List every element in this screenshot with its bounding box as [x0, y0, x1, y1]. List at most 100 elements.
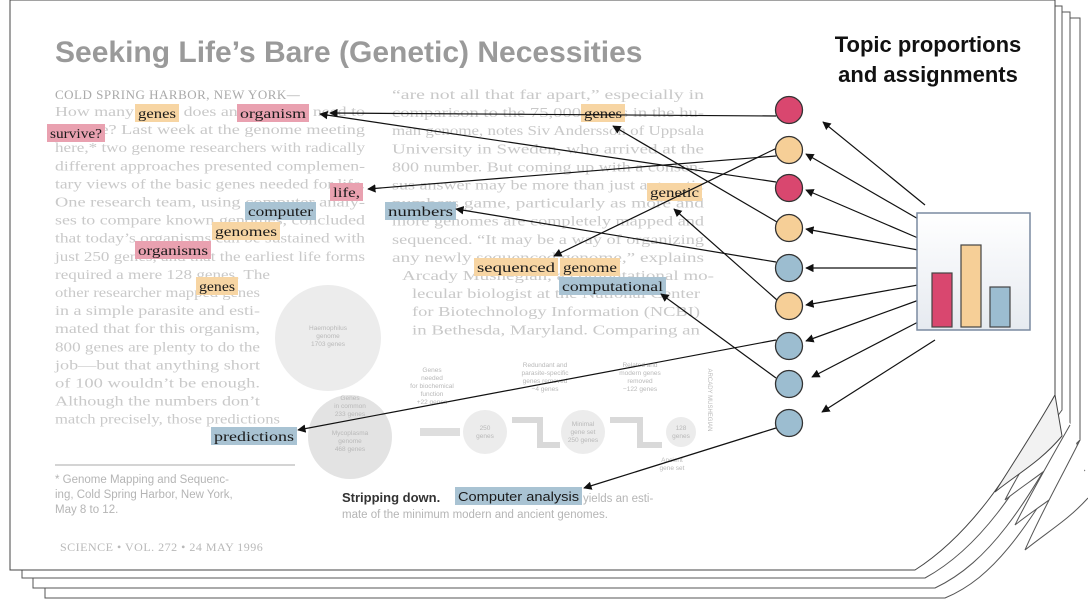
article-column-1: How many genes does an organism need to s…: [54, 104, 366, 427]
article-line: Arcady Mushegian, a computational mo-: [402, 268, 715, 283]
highlight-life: organisms: [135, 241, 211, 259]
highlight-box: [581, 104, 625, 122]
highlighted-word: genes: [199, 280, 235, 295]
highlighted-word: genomes: [215, 225, 277, 240]
proportion-arrow: [821, 339, 936, 413]
proportion-arrow: [805, 189, 919, 239]
footnote: * Genome Mapping and Sequenc-ing, Cold S…: [55, 474, 233, 516]
article-headline: Seeking Life’s Bare (Genetic) Necessitie…: [55, 36, 642, 69]
figure-caption: yields an esti-mate of the minimum moder…: [342, 493, 653, 521]
highlight-box: [47, 124, 105, 142]
highlighted-word: Computer analysis: [458, 489, 580, 504]
footnote-line: * Genome Mapping and Sequenc-: [55, 474, 229, 486]
article-line: ses to compare known genomes, concluded: [55, 213, 365, 228]
proportion-arrow: [811, 319, 923, 378]
highlight-box: [211, 427, 297, 445]
highlight-box: [237, 104, 309, 122]
article-line: How many genes does an organism need to: [55, 104, 365, 119]
chart-bars: [931, 244, 1011, 328]
article-line: numbers game, particularly as more and: [392, 196, 704, 211]
proportion-arrow: [822, 121, 926, 206]
article-line: for Biotechnology Information (NCBI): [412, 304, 700, 319]
highlight-life: life,: [330, 183, 363, 201]
highlight-computation: Computer analysis: [455, 487, 582, 505]
highlight-genetics: sequenced: [474, 258, 558, 276]
article-line: more genomes are completely mapped and: [392, 214, 704, 229]
highlight-genetics: genes: [135, 104, 179, 122]
proportion-arrow: [805, 226, 919, 251]
highlight-genetics: genomes: [212, 222, 280, 240]
bar-genetics: [960, 244, 982, 328]
proportion-arrow: [805, 299, 920, 343]
article-line: match precisely, those predictions: [55, 412, 280, 427]
topic-node-life: [774, 95, 804, 125]
article-line: “are not all that far apart,” especially…: [392, 87, 704, 102]
topic-node-genetics: [774, 135, 804, 165]
highlight-box: [135, 104, 179, 122]
word-arrow: [583, 427, 777, 490]
highlight-genetics: genes: [196, 277, 238, 295]
highlighted-word: life,: [333, 186, 360, 201]
article-dateline: COLD SPRING HARBOR, NEW YORK—: [55, 87, 301, 102]
circle-ancestral: [666, 417, 696, 447]
article-line: of 100 wouldn’t be enough.: [55, 376, 260, 391]
topic-proportion-chart: [916, 212, 1031, 331]
panel-title-line1: Topic proportions: [835, 32, 1022, 57]
highlight-box: [455, 487, 582, 505]
highlight-genetics: genome: [560, 258, 620, 276]
highlight-life: organism: [237, 104, 309, 122]
article-line: mated that for this organism,: [55, 321, 260, 336]
circle-minimal: [561, 410, 605, 454]
highlight-genetics: genetic: [647, 183, 702, 201]
article-line: survive? Last week at the genome meeting: [55, 122, 365, 137]
article-footer: SCIENCE • VOL. 272 • 24 MAY 1996: [60, 540, 263, 554]
figure-credit: ARCADY MUSHEGIAN: [706, 369, 712, 432]
topic-node-genetics: [774, 291, 804, 321]
article-line: 800 number. But coming up with a consen-: [392, 159, 705, 174]
word-assignments: genes organism survive? life, computer genome…: [47, 104, 702, 505]
word-arrow: [329, 108, 777, 118]
haemophilus-circle: [275, 285, 381, 391]
article-line: tary views of the basic genes needed for…: [55, 176, 365, 191]
highlight-box: [196, 277, 238, 295]
bar-life: [931, 272, 953, 328]
footnote-line: May 8 to 12.: [55, 504, 118, 516]
highlight-box: [212, 222, 280, 240]
caption-line: yields an esti-: [583, 493, 653, 505]
panel-title-line2: and assignments: [838, 62, 1018, 87]
article-line: Although the numbers don’t: [55, 394, 260, 409]
highlighted-word: genome: [563, 261, 617, 276]
article-line: 800 genes are plenty to do the: [55, 339, 260, 354]
highlight-box: [330, 183, 363, 201]
figure-bracket-1: [512, 417, 560, 448]
figure-caption-lead: Stripping down.: [342, 490, 440, 505]
article-line: comparison to the 75,000 genes in the hu…: [392, 105, 705, 120]
highlighted-word: computer: [248, 205, 313, 220]
highlight-box: [647, 183, 702, 201]
word-arrow: [367, 155, 777, 193]
topic-node-computation: [774, 369, 804, 399]
footnote-line: ing, Cold Spring Harbor, New York,: [55, 489, 233, 501]
article-line: that today’s organisms can be sustained …: [55, 231, 365, 246]
highlighted-word: genetic: [650, 186, 699, 201]
highlight-computation: numbers: [385, 202, 456, 220]
article: Seeking Life’s Bare (Genetic) Necessitie…: [54, 36, 715, 554]
highlighted-word: predictions: [214, 430, 294, 445]
highlight-life: survive?: [47, 124, 105, 142]
highlighted-word: sequenced: [477, 261, 555, 276]
topic-assignment-nodes: [774, 95, 804, 438]
highlight-box: [245, 202, 316, 220]
highlight-computation: computational: [559, 277, 666, 295]
article-line: any newly sequenced genome,” explains: [392, 250, 704, 265]
article-line: in Bethesda, Maryland. Comparing an: [412, 322, 700, 337]
topic-node-computation: [774, 331, 804, 361]
article-line: man genome, notes Siv Andersson of Uppsa…: [392, 123, 704, 138]
topic-node-computation: [774, 253, 804, 283]
